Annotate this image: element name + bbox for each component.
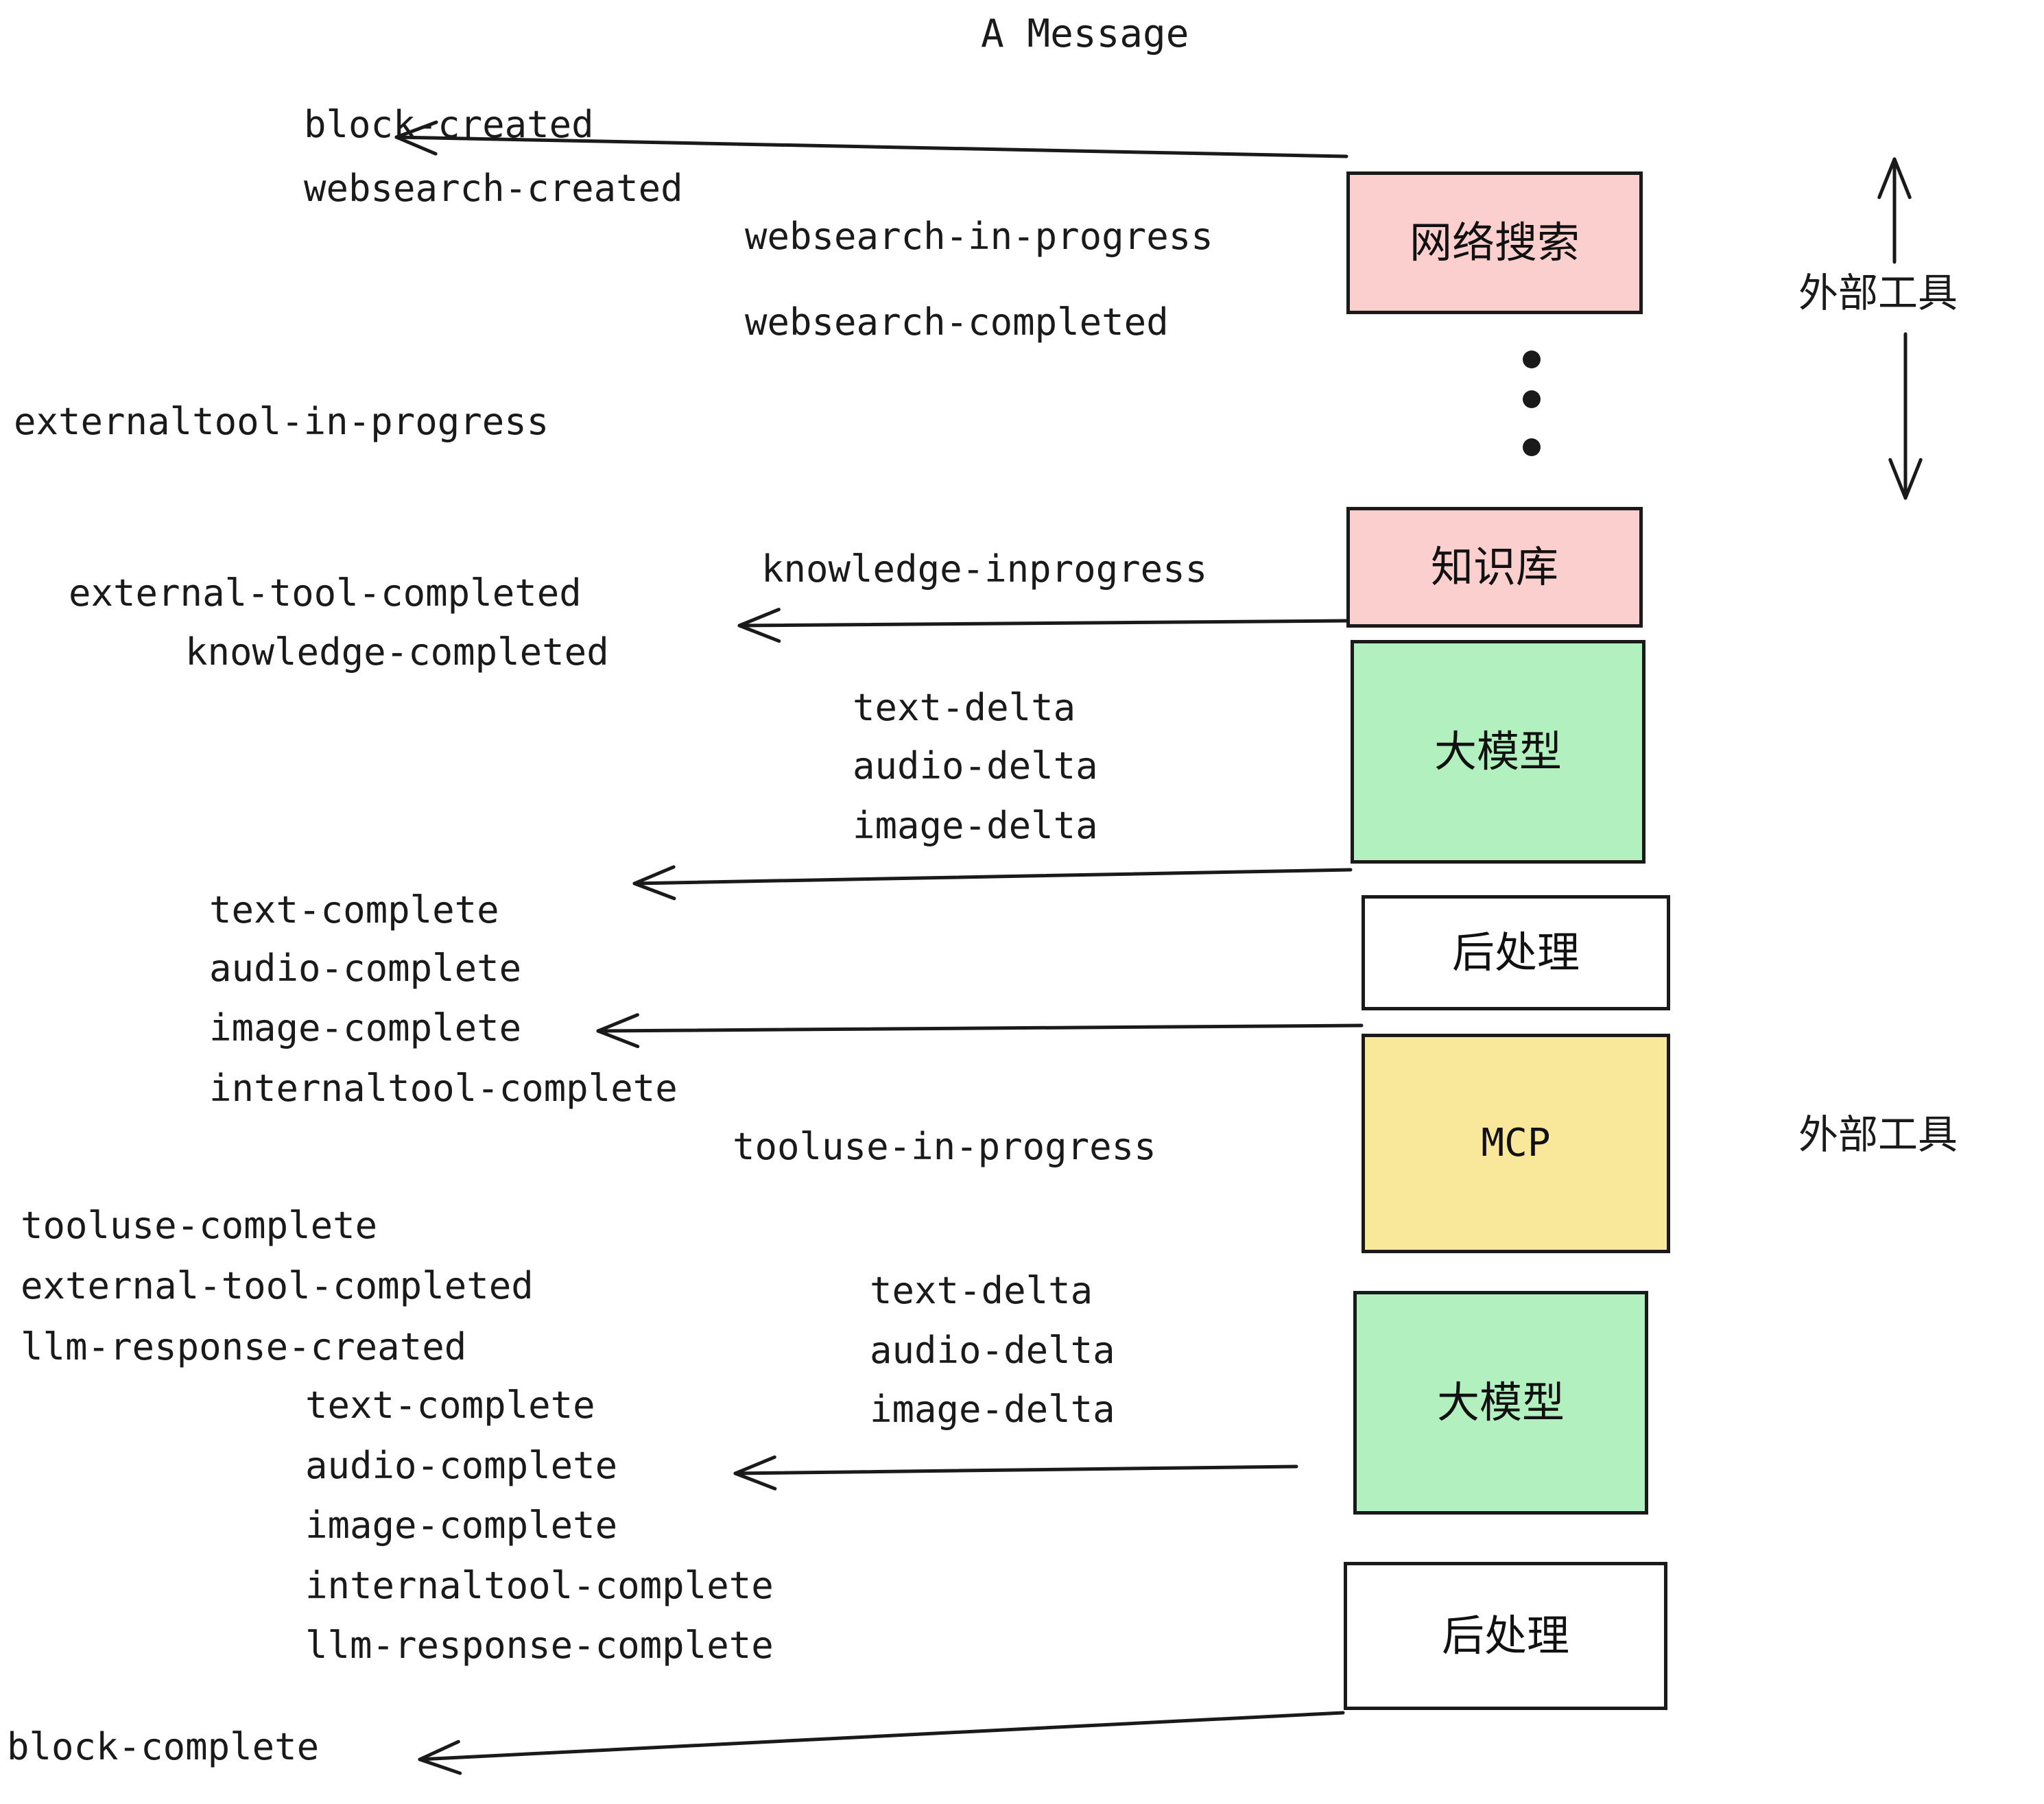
event-block-created: block-created xyxy=(304,103,594,146)
node-label: 大模型 xyxy=(1434,726,1562,776)
event-tooluse-in-progress: tooluse-in-progress xyxy=(733,1125,1156,1168)
node-label: 大模型 xyxy=(1436,1377,1565,1427)
event-audio-delta-2: audio-delta xyxy=(870,1329,1115,1372)
event-llm-response-complete: llm-response-complete xyxy=(305,1624,774,1667)
event-external-tool-completed-2: external-tool-completed xyxy=(21,1264,534,1307)
node-llm-1[interactable]: 大模型 xyxy=(1351,640,1645,864)
event-websearch-completed: websearch-completed xyxy=(745,300,1169,344)
node-label: MCP xyxy=(1481,1121,1551,1165)
diagram-title: A Message xyxy=(981,12,1189,56)
event-audio-complete-1: audio-complete xyxy=(209,947,522,990)
ext-tool-up-top xyxy=(1877,157,1912,264)
event-websearch-created: websearch-created xyxy=(304,167,683,210)
event-external-tool-completed-1: external-tool-completed xyxy=(69,571,582,615)
event-image-complete-1: image-complete xyxy=(209,1006,522,1049)
side-label-external-tool-bottom: 外部工具 xyxy=(1798,1111,1958,1158)
node-label: 知识库 xyxy=(1430,542,1558,592)
ellipsis-dot-1 xyxy=(1523,351,1541,368)
ellipsis-dot-3 xyxy=(1523,438,1541,456)
ext-tool-down-top xyxy=(1888,332,1923,500)
event-knowledge-completed: knowledge-completed xyxy=(185,630,609,674)
event-knowledge-inprogress: knowledge-inprogress xyxy=(761,547,1208,591)
event-audio-complete-2: audio-complete xyxy=(305,1444,618,1487)
event-audio-delta-1: audio-delta xyxy=(853,744,1098,787)
event-websearch-in-progress: websearch-in-progress xyxy=(745,215,1213,258)
event-internaltool-complete-1: internaltool-complete xyxy=(209,1067,678,1110)
event-internaltool-complete-2: internaltool-complete xyxy=(305,1564,774,1607)
node-mcp[interactable]: MCP xyxy=(1362,1034,1670,1253)
arrow-knowledge-to-complete xyxy=(737,608,1348,643)
arrow-llm2-to-audio xyxy=(733,1455,1298,1491)
event-block-complete: block-complete xyxy=(7,1725,320,1768)
event-text-delta-2: text-delta xyxy=(870,1269,1093,1312)
event-text-delta-1: text-delta xyxy=(853,686,1076,729)
event-llm-response-created: llm-response-created xyxy=(21,1325,467,1368)
node-label: 后处理 xyxy=(1451,927,1580,977)
node-websearch[interactable]: 网络搜索 xyxy=(1346,171,1643,314)
side-label-external-tool-top: 外部工具 xyxy=(1798,270,1958,316)
event-externaltool-in-progress: externaltool-in-progress xyxy=(14,400,549,443)
event-text-complete-1: text-complete xyxy=(209,888,499,931)
ellipsis-dot-2 xyxy=(1523,390,1541,408)
node-label: 后处理 xyxy=(1441,1611,1569,1661)
arrow-post2-to-block xyxy=(418,1711,1345,1775)
node-knowledge[interactable]: 知识库 xyxy=(1346,507,1643,628)
node-label: 网络搜索 xyxy=(1409,217,1580,268)
event-tooluse-complete: tooluse-complete xyxy=(21,1204,378,1247)
event-image-complete-2: image-complete xyxy=(305,1504,618,1547)
node-llm-2[interactable]: 大模型 xyxy=(1353,1291,1648,1515)
event-text-complete-2: text-complete xyxy=(305,1384,595,1427)
event-image-delta-2: image-delta xyxy=(870,1388,1115,1431)
arrow-llm1-to-image xyxy=(632,865,1353,901)
node-postprocess-1[interactable]: 后处理 xyxy=(1362,895,1670,1010)
arrow-mcp-to-tooluse xyxy=(596,1013,1364,1049)
event-image-delta-1: image-delta xyxy=(853,804,1098,847)
node-postprocess-2[interactable]: 后处理 xyxy=(1344,1562,1667,1710)
